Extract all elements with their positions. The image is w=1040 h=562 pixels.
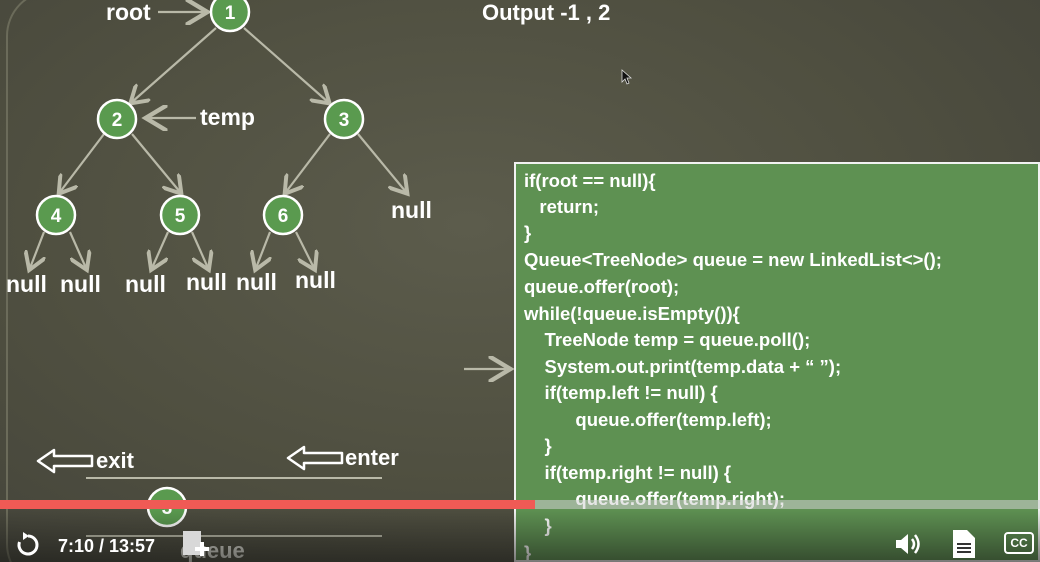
output-text: Output -1 , 2 (482, 0, 611, 25)
time-display: 7:10 / 13:57 (58, 536, 156, 556)
root-label: root (106, 0, 151, 25)
code-line: if(root == null){ (524, 170, 656, 191)
null-label: null (186, 269, 227, 295)
tree-nodes: 1 2 3 4 5 (35, 0, 365, 528)
svg-text:2: 2 (112, 110, 123, 131)
exit-label: exit (96, 448, 134, 473)
slide-frame (6, 0, 1040, 562)
progress-played[interactable] (0, 500, 535, 509)
svg-text:4: 4 (51, 206, 62, 227)
code-line: if(temp.left != null) { (524, 382, 718, 403)
enter-label: enter (345, 445, 399, 470)
code-line: queue.offer(temp.left); (524, 409, 772, 430)
null-label: null (236, 269, 277, 295)
replay-icon[interactable] (14, 531, 42, 559)
temp-label: temp (200, 104, 255, 130)
code-line: while(!queue.isEmpty()){ (524, 303, 740, 324)
edge-2-4 (60, 133, 105, 192)
tree-node: 1 (209, 0, 251, 33)
tree-node: 3 (323, 98, 365, 140)
null-label: null (60, 271, 101, 297)
edge-1-3 (243, 27, 328, 102)
null-label: null (391, 197, 432, 223)
edge-3-6 (286, 133, 331, 192)
null-label: null (125, 271, 166, 297)
add-note-icon[interactable] (182, 530, 214, 560)
svg-text:5: 5 (175, 206, 186, 227)
code-line: Queue<TreeNode> queue = new LinkedList<>… (524, 249, 942, 270)
code-line: if(temp.right != null) { (524, 462, 732, 483)
code-line: } (524, 222, 532, 243)
tree-node: 6 (262, 194, 304, 236)
mouse-cursor-icon (621, 69, 633, 85)
tree-node: 2 (96, 98, 138, 140)
null-label: null (6, 271, 47, 297)
edge-1-2 (132, 27, 217, 102)
volume-icon[interactable] (894, 532, 924, 556)
code-line: System.out.print(temp.data + “ ”); (524, 356, 842, 377)
null-label: null (295, 267, 336, 293)
tree-node: 4 (35, 194, 77, 236)
enter-arrow-icon (286, 445, 344, 471)
code-line: queue.offer(root); (524, 276, 680, 297)
code-line: TreeNode temp = queue.poll(); (524, 329, 811, 350)
tree-node: 5 (159, 194, 201, 236)
svg-text:1: 1 (225, 3, 236, 24)
transcript-icon[interactable] (951, 529, 977, 559)
svg-text:3: 3 (339, 110, 350, 131)
closed-captions-button[interactable]: CC (1004, 532, 1034, 554)
code-panel: if(root == null){ return; } Queue<TreeNo… (514, 162, 1040, 562)
code-line: return; (524, 196, 600, 217)
code-line: } (524, 435, 552, 456)
edge-2-5 (131, 133, 180, 192)
edge-3-null (357, 133, 406, 192)
controls-bar (0, 509, 1040, 562)
exit-arrow-icon (36, 448, 94, 474)
svg-text:6: 6 (278, 206, 289, 227)
